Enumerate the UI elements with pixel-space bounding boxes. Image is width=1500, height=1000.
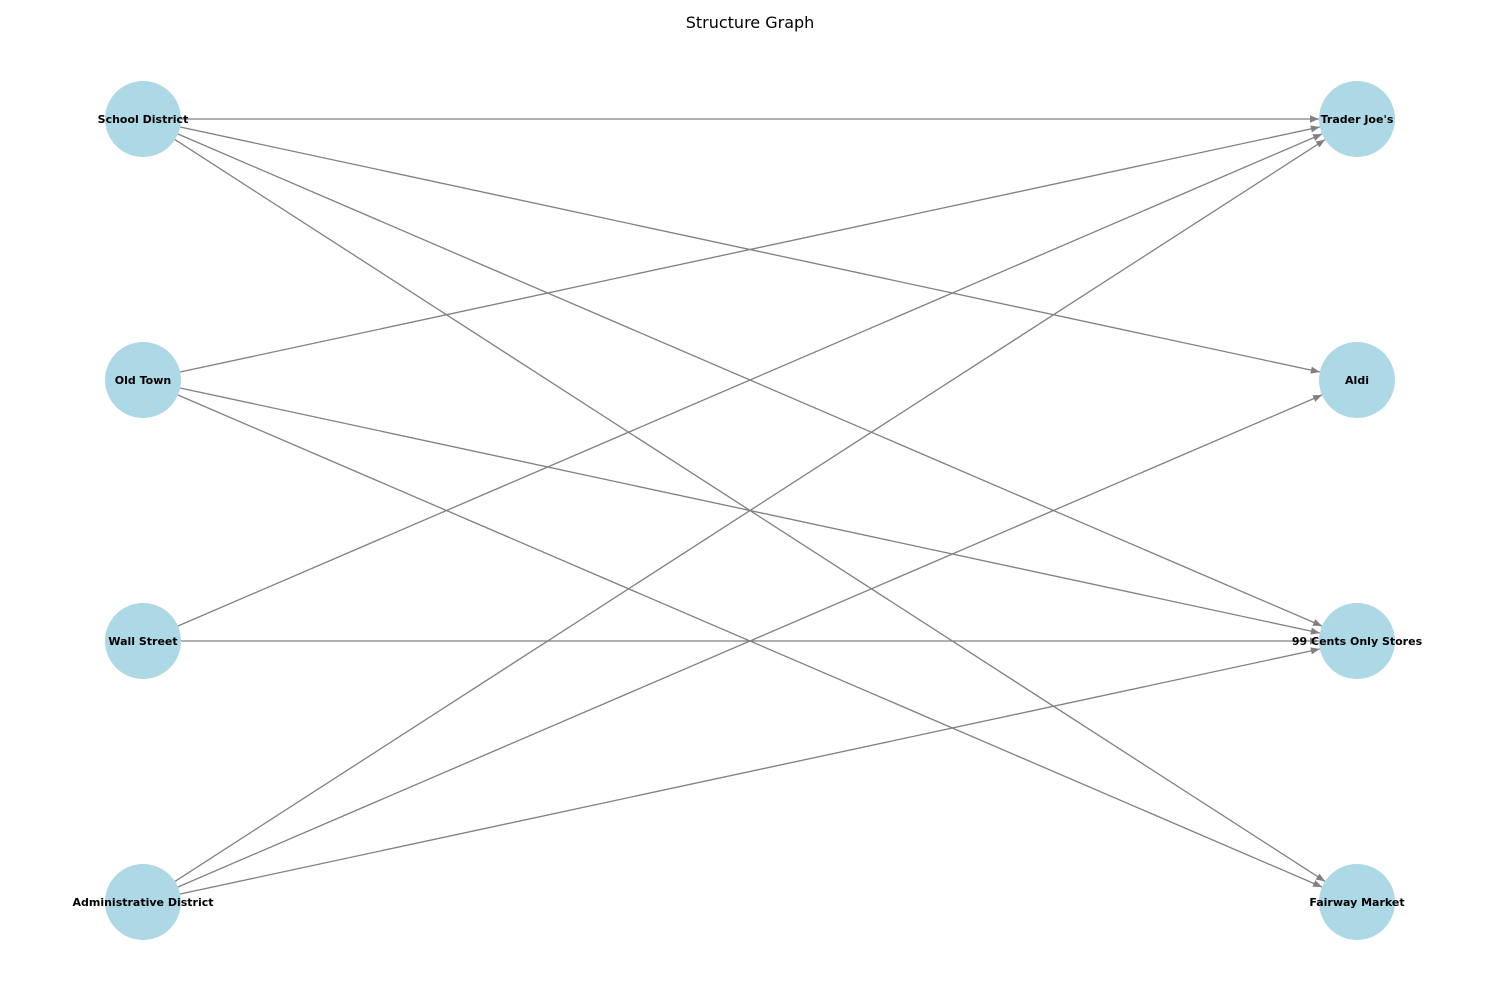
edge-old-town-to-trader-joes xyxy=(180,125,1320,373)
node-circle xyxy=(1319,864,1395,940)
node-circle xyxy=(105,603,181,679)
edge-administrative-district-to-aldi xyxy=(177,394,1323,888)
edges-layer xyxy=(174,115,1326,895)
node-circle xyxy=(1319,81,1395,157)
node-99-cents-only-stores: 99 Cents Only Stores xyxy=(1292,603,1423,679)
edge-administrative-district-to-99-cents-only-stores xyxy=(180,647,1320,895)
node-label: School District xyxy=(98,113,189,126)
node-circle xyxy=(1319,342,1395,418)
node-circle xyxy=(105,81,181,157)
node-school-district: School District xyxy=(98,81,189,157)
edge-administrative-district-to-trader-joes xyxy=(174,139,1326,882)
node-label: Fairway Market xyxy=(1309,896,1404,909)
node-wall-street: Wall Street xyxy=(105,603,181,679)
node-label: 99 Cents Only Stores xyxy=(1292,635,1423,648)
node-aldi: Aldi xyxy=(1319,342,1395,418)
node-label: Old Town xyxy=(115,374,171,387)
node-administrative-district: Administrative District xyxy=(72,864,214,940)
node-label: Administrative District xyxy=(72,896,213,909)
node-old-town: Old Town xyxy=(105,342,181,418)
node-label: Trader Joe's xyxy=(1321,113,1394,126)
node-circle xyxy=(1319,603,1395,679)
node-label: Aldi xyxy=(1345,374,1369,387)
edge-wall-street-to-trader-joes xyxy=(177,133,1323,627)
node-label: Wall Street xyxy=(108,635,177,648)
node-circle xyxy=(105,342,181,418)
graph-title: Structure Graph xyxy=(686,13,815,32)
node-circle xyxy=(105,864,181,940)
node-fairway-market: Fairway Market xyxy=(1309,864,1405,940)
node-trader-joes: Trader Joe's xyxy=(1319,81,1395,157)
